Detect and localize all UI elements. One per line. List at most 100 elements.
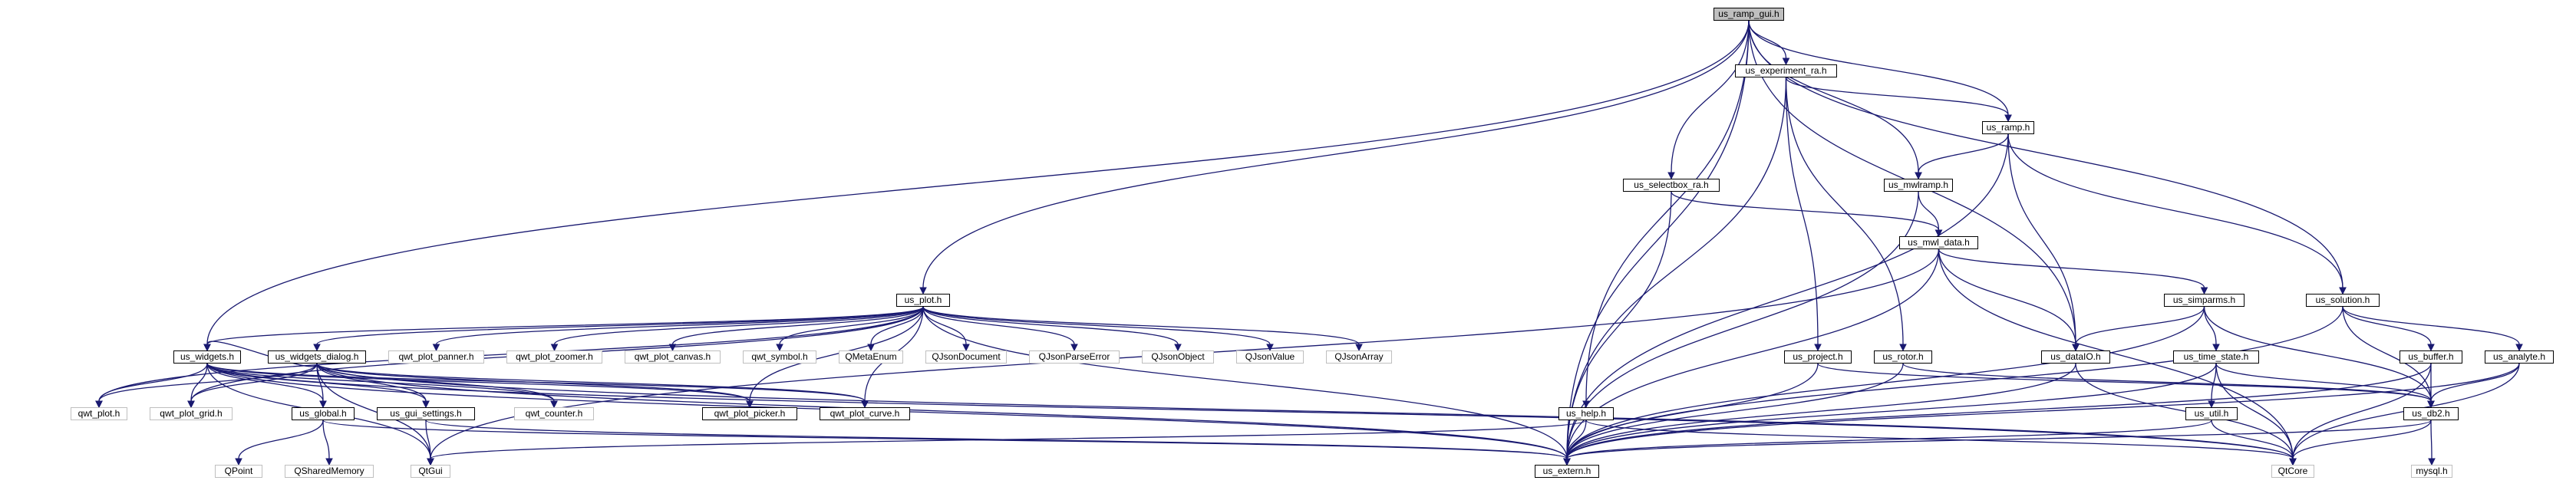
edge-us_widgets_dialog_h-to-us_gui_settings_h — [316, 363, 427, 402]
edge-us_widgets_h-to-us_global_h — [206, 363, 324, 402]
edge-us_ramp_h-to-us_extern_h — [1566, 133, 2009, 459]
node-us-ramp-h[interactable]: us_ramp.h — [1982, 121, 2034, 134]
node-us-global-h[interactable]: us_global.h — [292, 407, 355, 420]
node-us-plot-h[interactable]: us_plot.h — [896, 294, 950, 307]
arrowhead — [95, 400, 103, 409]
node-us-gui-settings-h[interactable]: us_gui_settings.h — [377, 407, 475, 420]
edge-us_selectbox_ra_h-to-us_mwl_data_h — [1671, 191, 1940, 231]
edge-us_simparms_h-to-us_time_state_h — [2203, 306, 2217, 345]
edge-us_rotor_h-to-us_db2_h — [1902, 363, 2432, 402]
edge-us_simparms_h-to-us_extern_h — [1566, 306, 2205, 459]
edge-us_mwl_data_h-to-us_simparms_h — [1938, 248, 2205, 288]
node-us-buffer-h[interactable]: us_buffer.h — [2400, 350, 2462, 364]
node-us-util-h[interactable]: us_util.h — [2185, 407, 2238, 420]
edge-us_solution_h-to-us_db2_h — [2342, 306, 2432, 402]
edge-us_mwlramp_h-to-us_mwl_data_h — [1918, 191, 1940, 231]
edge-us_ramp_gui_h-to-us_experiment_ra_h — [1748, 20, 1787, 59]
node-us-mwl-data-h[interactable]: us_mwl_data.h — [1899, 236, 1978, 249]
dependency-edges — [95, 20, 2523, 466]
arrowhead — [550, 344, 559, 352]
node-us-time-state-h[interactable]: us_time_state.h — [2173, 350, 2259, 364]
edge-us_plot_h-to-qwt_plot_canvas_h — [671, 306, 924, 345]
node-us-selectbox-ra-h[interactable]: us_selectbox_ra.h — [1623, 179, 1720, 192]
arrowhead — [1563, 458, 1571, 466]
node-us-help-h[interactable]: us_help.h — [1558, 407, 1614, 420]
edge-us_ramp_h-to-us_solution_h — [2007, 133, 2343, 288]
node-qtcore[interactable]: QtCore — [2271, 465, 2314, 478]
arrowhead — [187, 400, 195, 409]
node-us-ramp-gui-h: us_ramp_gui.h — [1713, 8, 1784, 21]
edge-us_time_state_h-to-QtCore — [2215, 363, 2294, 459]
arrowhead — [427, 458, 434, 466]
arrowhead — [1934, 229, 1943, 238]
node-qwt-plot-canvas-h[interactable]: qwt_plot_canvas.h — [625, 350, 721, 364]
node-qjsondocument[interactable]: QJsonDocument — [925, 350, 1007, 364]
edge-us_widgets_h-to-qwt_plot_picker_h — [206, 363, 750, 402]
edge-us_plot_h-to-us_widgets_dialog_h — [316, 306, 924, 345]
node-qjsonvalue[interactable]: QJsonValue — [1236, 350, 1304, 364]
node-us-widgets-h[interactable]: us_widgets.h — [173, 350, 241, 364]
arrowhead — [1667, 172, 1675, 180]
edge-us_analyte_h-to-us_db2_h — [2430, 363, 2520, 402]
node-qjsonobject[interactable]: QJsonObject — [1142, 350, 1214, 364]
arrowhead — [235, 458, 242, 466]
node-qwt-plot-curve-h[interactable]: qwt_plot_curve.h — [820, 407, 910, 420]
node-us-db2-h[interactable]: us_db2.h — [2403, 407, 2459, 420]
edge-us_ramp_gui_h-to-us_ramp_h — [1748, 20, 2009, 116]
node-qwt-plot-grid-h[interactable]: qwt_plot_grid.h — [150, 407, 233, 420]
arrowhead — [1266, 344, 1274, 352]
edge-us_ramp_gui_h-to-us_extern_h — [1566, 20, 1750, 459]
edge-us_plot_h-to-us_widgets_h — [206, 306, 924, 345]
edge-us_widgets_dialog_h-to-us_extern_h — [316, 363, 1568, 459]
edge-us_experiment_ra_h-to-us_rotor_h — [1785, 77, 1904, 345]
node-us-simparms-h[interactable]: us_simparms.h — [2164, 294, 2245, 307]
edge-us_solution_h-to-us_analyte_h — [2342, 306, 2520, 345]
edge-us_ramp_h-to-us_dataIO_h — [2007, 133, 2076, 345]
node-qwt-plot-picker-h[interactable]: qwt_plot_picker.h — [702, 407, 797, 420]
edge-us_plot_h-to-QJsonObject — [922, 306, 1179, 345]
edge-us_db2_h-to-us_extern_h — [1566, 420, 2432, 459]
node-us-extern-h[interactable]: us_extern.h — [1535, 465, 1599, 478]
edge-us_project_h-to-us_extern_h — [1566, 363, 1819, 459]
node-us-widgets-dialog-h[interactable]: us_widgets_dialog.h — [268, 350, 366, 364]
node-qtgui[interactable]: QtGui — [411, 465, 450, 478]
arrowhead — [432, 344, 440, 352]
arrowhead — [2427, 400, 2435, 409]
edge-us_plot_h-to-qwt_plot_picker_h — [749, 306, 924, 402]
edge-us_gui_settings_h-to-QtGui — [425, 420, 431, 459]
edge-us_plot_h-to-qwt_plot_zoomer_h — [553, 306, 924, 345]
node-qsharedmemory[interactable]: QSharedMemory — [285, 465, 374, 478]
edge-us_selectbox_ra_h-to-us_extern_h — [1566, 191, 1672, 459]
node-qwt-counter-h[interactable]: qwt_counter.h — [514, 407, 594, 420]
node-qwt-plot-zoomer-h[interactable]: qwt_plot_zoomer.h — [506, 350, 602, 364]
node-us-rotor-h[interactable]: us_rotor.h — [1874, 350, 1932, 364]
node-qjsonparseerror[interactable]: QJsonParseError — [1029, 350, 1120, 364]
node-qmetaenum[interactable]: QMetaEnum — [839, 350, 903, 364]
node-qwt-plot-panner-h[interactable]: qwt_plot_panner.h — [388, 350, 484, 364]
node-us-project-h[interactable]: us_project.h — [1784, 350, 1852, 364]
node-us-experiment-ra-h[interactable]: us_experiment_ra.h — [1735, 64, 1837, 77]
node-us-analyte-h[interactable]: us_analyte.h — [2485, 350, 2554, 364]
edge-us_time_state_h-to-us_extern_h — [1566, 363, 2217, 459]
node-qwt-symbol-h[interactable]: qwt_symbol.h — [743, 350, 816, 364]
edge-us_simparms_h-to-us_db2_h — [2203, 306, 2432, 402]
node-us-mwlramp-h[interactable]: us_mwlramp.h — [1884, 179, 1953, 192]
edge-us_plot_h-to-qwt_plot_panner_h — [435, 306, 924, 345]
edge-us_time_state_h-to-us_db2_h — [2215, 363, 2432, 402]
edge-us_widgets_dialog_h-to-QtGui — [316, 363, 431, 459]
edge-us_solution_h-to-us_extern_h — [1566, 306, 2343, 459]
arrowhead — [1814, 344, 1822, 352]
edge-us_experiment_ra_h-to-us_extern_h — [1566, 77, 1787, 459]
arrowhead — [203, 344, 211, 352]
edge-us_widgets_dialog_h-to-qwt_plot_h — [98, 363, 318, 402]
edge-us_ramp_gui_h-to-us_help_h — [1585, 20, 1750, 402]
edge-us_widgets_dialog_h-to-qwt_plot_picker_h — [316, 363, 750, 402]
node-qjsonarray[interactable]: QJsonArray — [1326, 350, 1392, 364]
node-us-dataio-h[interactable]: us_dataIO.h — [2041, 350, 2110, 364]
node-mysql-h[interactable]: mysql.h — [2411, 465, 2452, 478]
node-us-solution-h[interactable]: us_solution.h — [2306, 294, 2380, 307]
edge-us_util_h-to-QtCore — [2211, 420, 2294, 459]
node-qwt-plot-h[interactable]: qwt_plot.h — [71, 407, 127, 420]
node-qpoint[interactable]: QPoint — [215, 465, 262, 478]
edge-us_ramp_gui_h-to-us_plot_h — [922, 20, 1750, 288]
